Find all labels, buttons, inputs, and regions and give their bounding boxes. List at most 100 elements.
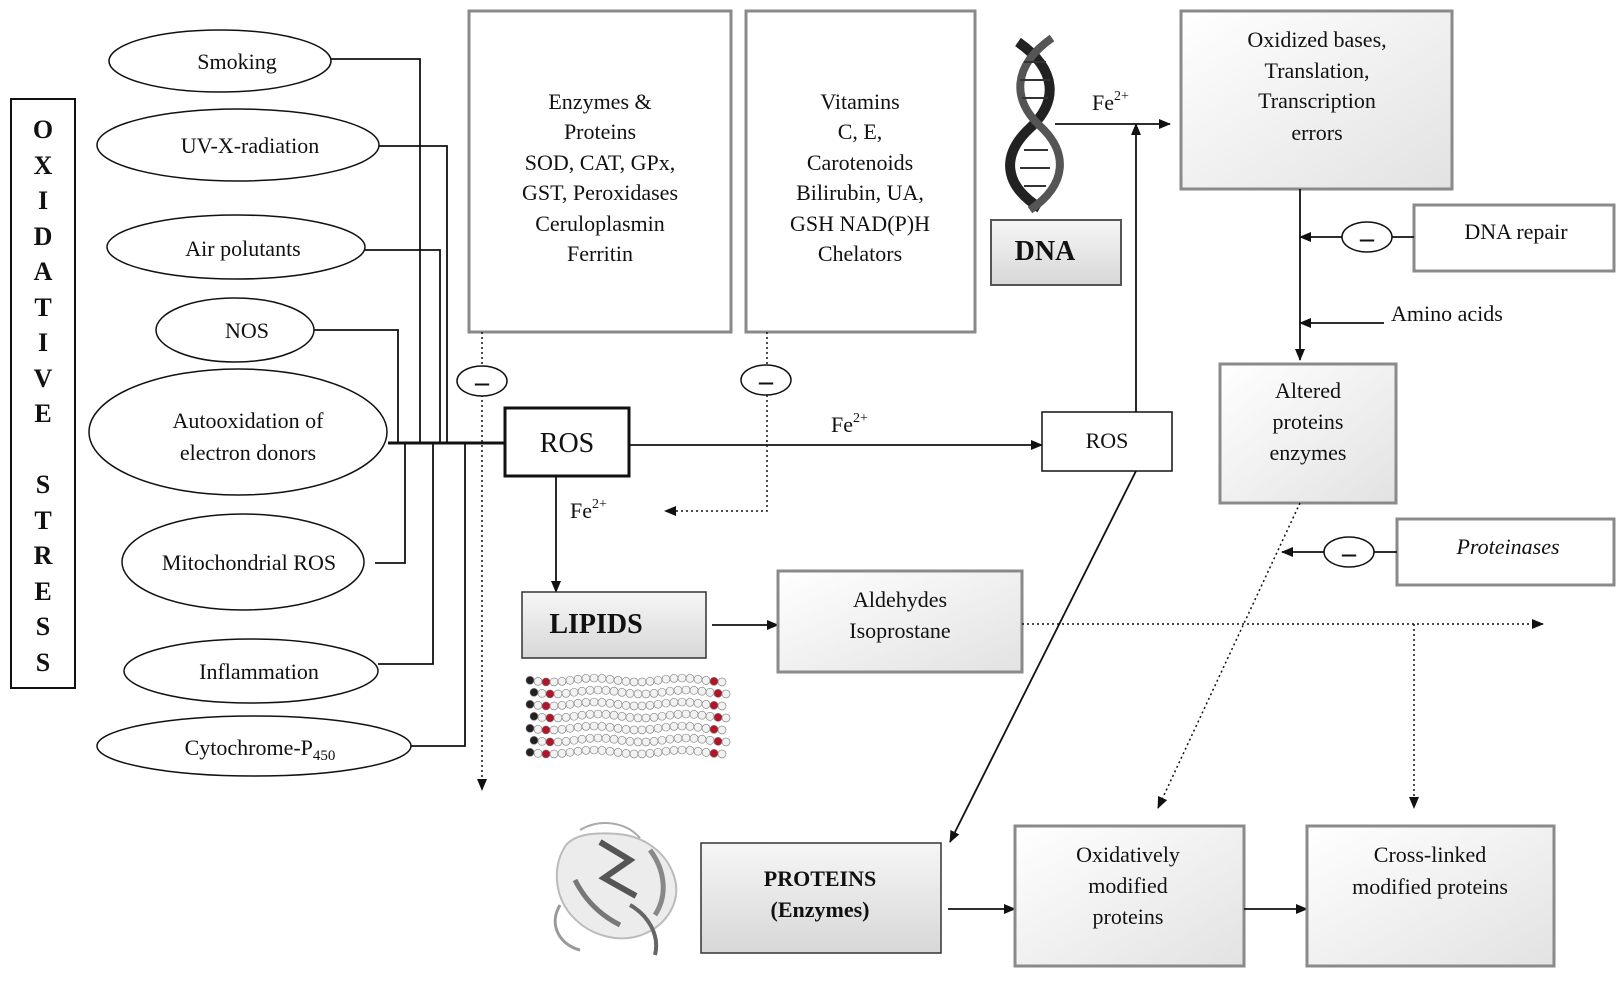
bilayer-bead [629,725,639,735]
side-label-letter: S [35,470,51,499]
bilayer-bead [617,712,627,721]
bilayer-bead [701,748,711,757]
minus-symbol-enzymes: – [456,365,508,398]
bilayer-bead [693,674,703,684]
bilayer-bead [549,701,559,711]
source-air-label: Air polutants [185,236,301,261]
side-label-letter: T [34,292,52,322]
lipids-label: LIPIDS [549,609,642,640]
bilayer-bead [573,746,583,756]
bilayer-bead [681,733,691,743]
bilayer-bead [689,686,699,695]
bilayer-bead [541,701,551,711]
bilayer-bead [605,674,615,684]
bilayer-bead [649,712,659,722]
bilayer-bead [629,749,639,759]
bilayer-bead [565,723,575,733]
bilayer-bead [657,735,667,745]
bilayer-bead [717,701,727,711]
bilayer-bead [661,746,671,756]
bilayer-bead [645,724,655,734]
source-mito-label: Mitochondrial ROS [162,550,336,575]
bilayer-bead [625,713,635,722]
dna-repair-box: DNA repair [1412,203,1616,273]
bilayer-bead [573,698,583,708]
side-label-letter: E [34,576,52,606]
bilayer-bead [677,673,687,683]
bilayer-bead [661,698,671,708]
bilayer-bead [549,725,559,735]
enzymes-line: SOD, CAT, GPx, [525,150,676,175]
bilayer-bead [529,736,539,745]
bilayer-bead [657,687,667,697]
bilayer-bead [645,676,655,686]
side-label-letter: E [34,399,52,428]
bilayer-bead [641,713,651,723]
bilayer-bead [617,736,627,745]
aldehydes-line: Isoprostane [849,618,950,643]
bilayer-bead [693,746,703,756]
aldehydes-box: Aldehydes Isoprostane [776,569,1024,674]
bilayer-bead [637,677,647,687]
bilayer-bead [713,737,723,746]
bilayer-bead [533,725,543,734]
cross-linked-line: modified proteins [1352,874,1508,899]
bilayer-bead [621,677,631,686]
bilayer-bead [553,713,563,723]
bilayer-bead [525,676,535,685]
bilayer-bead [585,733,595,743]
bilayer-bead [709,677,719,686]
bilayer-bead [665,686,675,696]
bilayer-bead [617,688,627,697]
dna-repair-label: DNA repair [1464,219,1568,244]
cross-linked-line: Cross-linked [1374,842,1486,867]
bilayer-bead [597,674,607,683]
bilayer-bead [645,748,655,758]
bilayer-bead [577,710,587,720]
minus-text: – [758,366,774,397]
side-label-letter: V [33,363,53,393]
bilayer-bead [581,721,591,731]
enzymes-line: Proteins [564,119,636,144]
bilayer-bead [593,733,603,743]
proteins-box: PROTEINS (Enzymes) [700,842,942,954]
bilayer-bead [685,674,695,683]
vitamins-line: Vitamins [820,89,899,114]
bilayer-bead [665,734,675,744]
bilayer-bead [553,737,563,747]
enzymes-line: Ferritin [567,241,633,266]
bilayer-bead [537,713,547,722]
side-label-letter: S [35,612,51,641]
bilayer-bead [653,747,663,757]
bilayer-bead [533,677,543,686]
bilayer-bead [581,673,591,683]
bilayer-bead [629,701,639,711]
bilayer-bead [605,722,615,732]
bilayer-bead [661,722,671,732]
bilayer-bead [689,734,699,743]
bilayer-bead [613,724,623,733]
minus-text: – [1359,223,1375,254]
bilayer-bead [697,686,707,696]
minus-symbol-dna-repair: – [1341,221,1393,254]
bilayer-bead [653,723,663,733]
bilayer-bead [601,734,611,743]
vitamins-line: Bilirubin, UA, [796,180,924,205]
bilayer-bead [641,689,651,699]
bilayer-bead [633,713,643,723]
bilayer-bead [637,701,647,711]
bilayer-bead [593,685,603,695]
bilayer-bead [589,673,599,683]
bilayer-bead [585,685,595,695]
bilayer-bead [557,676,567,686]
altered-line: enzymes [1270,440,1347,465]
bilayer-bead [525,748,535,757]
proteins-line: PROTEINS [764,866,876,891]
fe-label-dna: Fe2+ [1092,89,1129,115]
arrow-ros-to-proteins [949,470,1137,843]
dna-errors-box: Oxidized bases, Translation, Transcripti… [1179,9,1454,191]
bilayer-bead [697,734,707,744]
dna-errors-line: Transcription [1258,88,1376,113]
